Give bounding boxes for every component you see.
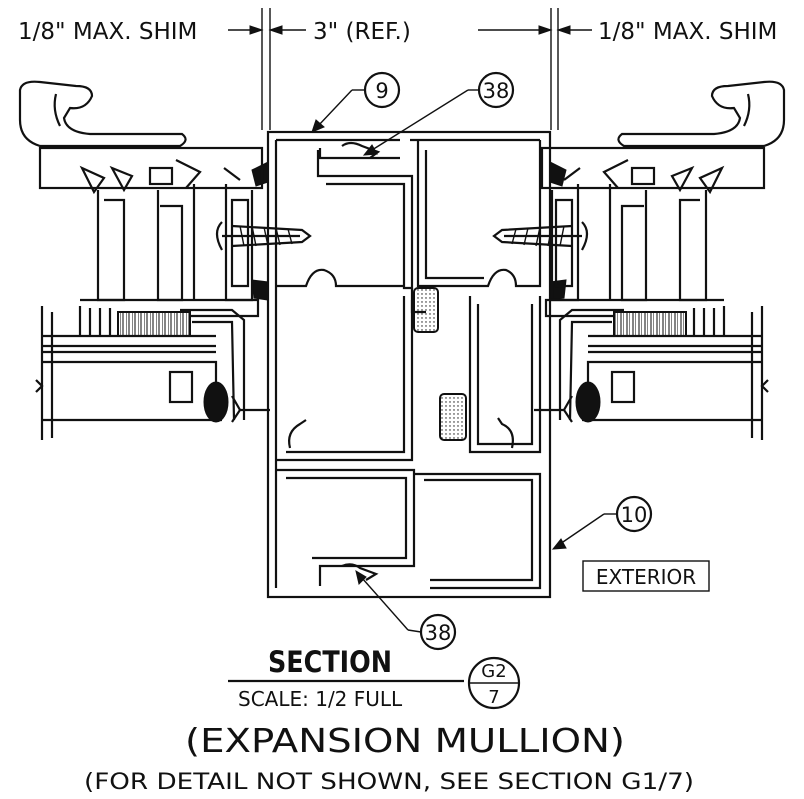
- right-jamb-assembly: [492, 80, 786, 440]
- callout-9: 9: [311, 71, 401, 133]
- callout-38-top-number: 38: [483, 79, 510, 103]
- section-title: SECTION: [268, 645, 392, 679]
- callout-9-number: 9: [375, 79, 388, 103]
- callout-10: 10: [551, 495, 653, 550]
- left-jamb-assembly: [18, 80, 312, 440]
- callout-38-bottom-number: 38: [425, 621, 452, 645]
- exterior-label: EXTERIOR: [596, 565, 696, 589]
- detail-reference-bubble: G2 7: [467, 656, 521, 710]
- scale-label: SCALE: 1/2 FULL: [238, 687, 403, 711]
- callout-10-number: 10: [621, 503, 648, 527]
- reference-note: (FOR DETAIL NOT SHOWN, SEE SECTION G1/7): [84, 770, 694, 795]
- detail-reference-bottom: 7: [488, 687, 499, 708]
- callout-38-top: 38: [362, 71, 515, 156]
- left-shim-label: 1/8" MAX. SHIM: [18, 19, 197, 45]
- subtitle: (EXPANSION MULLION): [185, 721, 625, 760]
- dimension-line: [228, 8, 592, 130]
- exterior-label-box: [582, 560, 710, 592]
- mullion-profile: [251, 130, 567, 599]
- detail-reference-top: G2: [481, 661, 506, 682]
- right-shim-label: 1/8" MAX. SHIM: [598, 19, 777, 45]
- callout-38-bottom: 38: [355, 569, 457, 651]
- center-dimension-label: 3" (REF.): [313, 19, 411, 45]
